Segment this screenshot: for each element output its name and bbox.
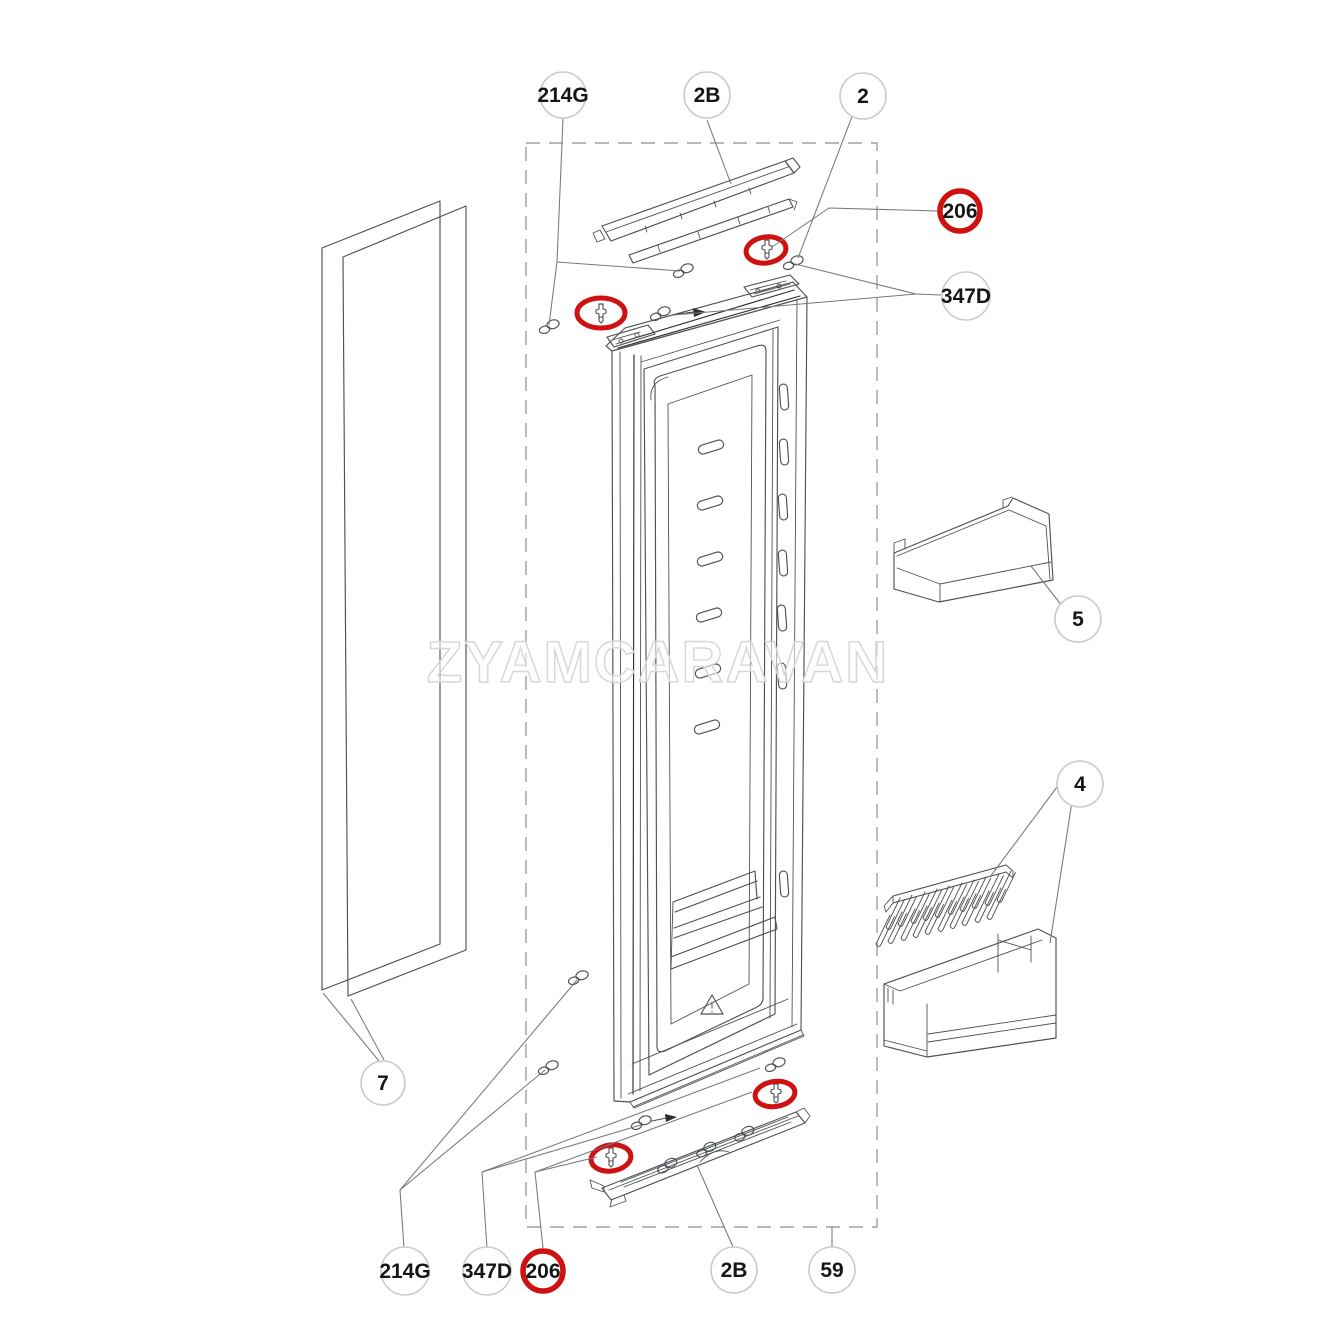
label-ring	[710, 1246, 758, 1294]
label-ring	[539, 71, 587, 119]
highlight-ellipse	[574, 295, 628, 331]
label-ring-highlighted	[937, 188, 983, 234]
highlight-ellipse	[743, 234, 789, 266]
door-top-hinge-left	[606, 324, 656, 348]
part-label-2B-top: 2B	[683, 71, 731, 119]
screw-fastener	[770, 1083, 782, 1104]
screw-fastener	[761, 239, 773, 260]
door-outer-panel	[321, 200, 467, 997]
part-label-214G-bottom: 214G	[379, 1246, 431, 1296]
trim-clip	[693, 1140, 719, 1159]
svg-text:7: 7	[377, 1072, 389, 1095]
label-ring	[360, 1060, 406, 1106]
part-label-347D-bottom: 347D	[462, 1246, 512, 1296]
top-trim-strip	[592, 157, 801, 264]
highlight-ellipse	[588, 1142, 634, 1174]
part-label-7: 7	[360, 1060, 406, 1106]
part-label-5: 5	[1054, 595, 1102, 643]
door-assembly	[605, 274, 808, 1109]
leader-lines	[322, 113, 1074, 1249]
clip-fastener	[566, 968, 591, 987]
svg-text:4: 4	[1074, 773, 1086, 796]
svg-text:2B: 2B	[721, 1259, 748, 1282]
svg-text:214G: 214G	[379, 1260, 430, 1283]
label-ring-highlighted	[520, 1248, 566, 1294]
door-edge-vent-slots	[776, 383, 790, 898]
clip-fastener	[536, 1058, 561, 1077]
label-ring	[462, 1246, 512, 1296]
trim-clip	[731, 1124, 757, 1143]
label-ring	[683, 71, 731, 119]
part-label-4: 4	[1056, 760, 1104, 808]
clip-fastener	[781, 253, 806, 272]
label-ring	[1054, 595, 1102, 643]
clip-fastener	[763, 1055, 788, 1074]
label-ring	[380, 1246, 430, 1296]
svg-text:2B: 2B	[694, 84, 721, 107]
svg-text:5: 5	[1072, 608, 1084, 631]
part-label-206-bottom: 206	[520, 1248, 566, 1294]
insert-arrow	[651, 1117, 667, 1122]
part-labels: 214G 2B 2 206 347D 5 4 7	[360, 71, 1104, 1296]
label-ring	[1056, 760, 1104, 808]
svg-text:347D: 347D	[462, 1260, 512, 1283]
screw-fastener	[595, 303, 607, 324]
part-label-206-top: 206	[937, 188, 983, 234]
label-ring	[941, 271, 991, 321]
kit-boundary-dashed-box	[525, 142, 878, 1228]
lower-bin-body	[883, 928, 1057, 1058]
insert-arrow-head	[665, 1114, 677, 1122]
bottle-rack-and-bin	[876, 864, 1057, 1058]
label-ring	[839, 72, 887, 120]
door-top-hinge-right	[743, 274, 800, 298]
door-centre-vent-slots	[693, 439, 725, 735]
bottom-trim-strip	[589, 1107, 811, 1208]
part-label-2B-bottom: 2B	[710, 1246, 758, 1294]
shelf-bin-upper	[893, 496, 1054, 603]
door-lower-tray	[670, 870, 778, 970]
svg-text:2: 2	[857, 85, 869, 108]
highlight-ellipse	[752, 1078, 798, 1110]
svg-text:347D: 347D	[941, 285, 991, 308]
part-label-2: 2	[839, 72, 887, 120]
part-label-347D-top: 347D	[941, 271, 991, 321]
svg-text:214G: 214G	[537, 84, 588, 107]
svg-text:206: 206	[942, 200, 977, 223]
svg-text:59: 59	[820, 1259, 843, 1282]
svg-text:206: 206	[525, 1260, 560, 1283]
screw-fastener	[605, 1147, 617, 1168]
part-label-214G-top: 214G	[537, 71, 589, 119]
warning-triangle-icon	[700, 994, 724, 1015]
clip-fastener	[629, 1113, 654, 1132]
watermark-text: ZYAMCARAVAN	[427, 630, 889, 695]
label-ring	[808, 1246, 856, 1294]
highlighted-screws	[574, 234, 798, 1174]
bottle-rack-comb	[876, 864, 1016, 946]
part-label-59: 59	[808, 1246, 856, 1294]
